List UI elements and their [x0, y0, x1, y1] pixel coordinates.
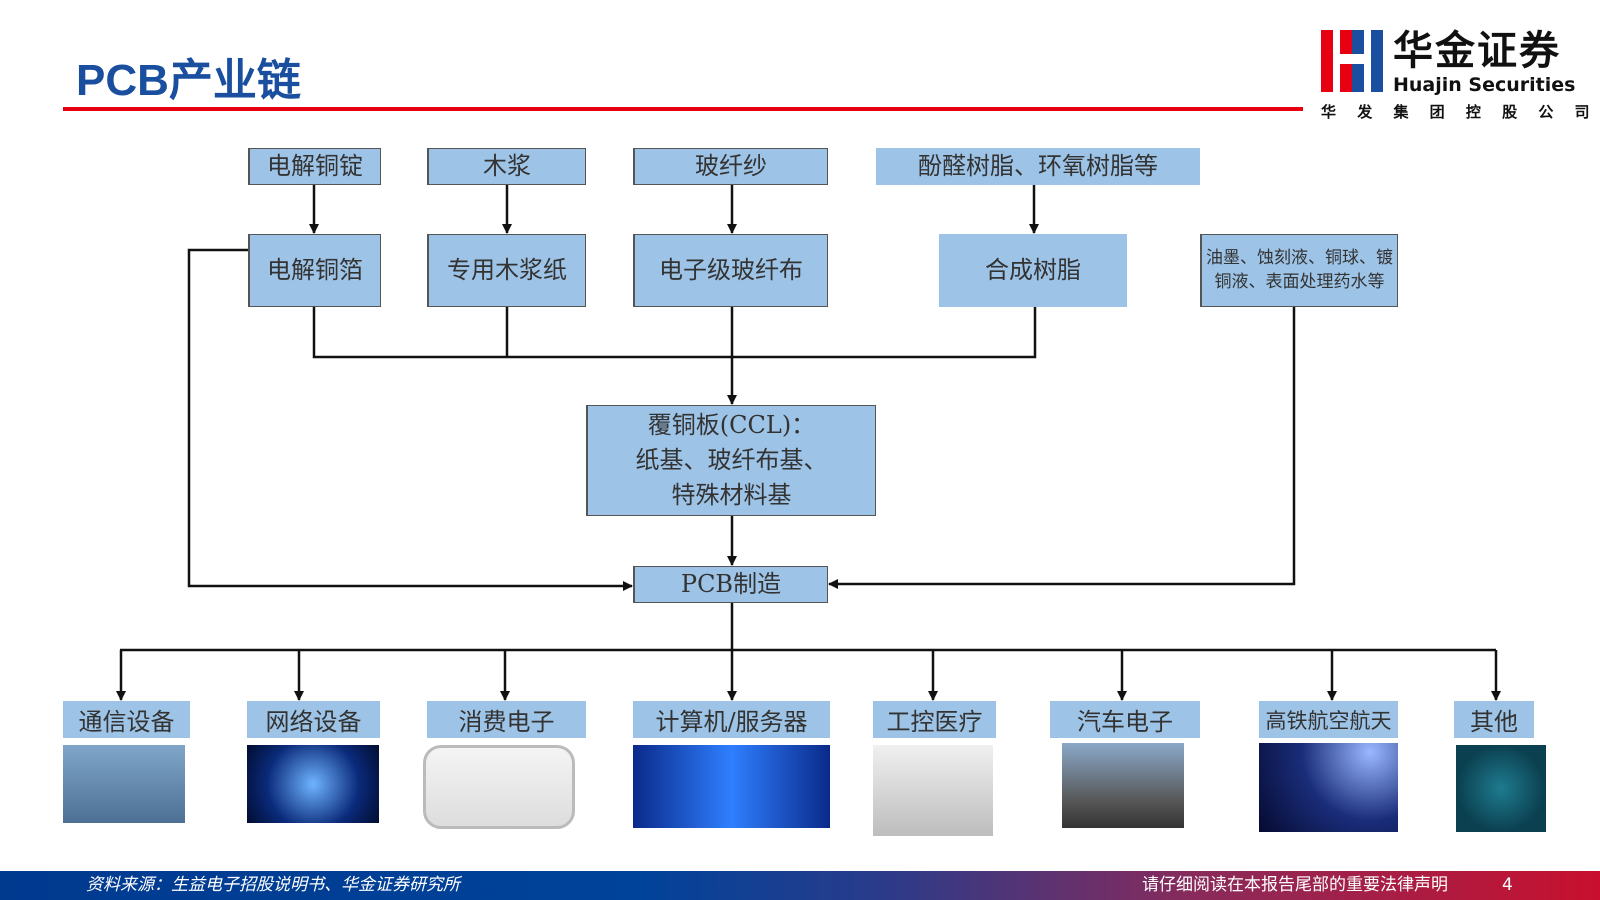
- medical-scanner-image: [873, 745, 993, 836]
- ccl-line3: 特殊材料基: [671, 480, 792, 509]
- pcb-manufacturing: PCB制造: [633, 566, 828, 603]
- earphones-image: [423, 745, 575, 829]
- app-industrial-medical: 工控医疗: [873, 701, 996, 738]
- footer-bar: 资料来源：生益电子招股说明书、华金证券研究所 请仔细阅读在本报告尾部的重要法律声…: [0, 871, 1600, 900]
- telecom-tower-image: [63, 745, 185, 823]
- title-divider: [63, 107, 1303, 111]
- server-room-image: [633, 745, 830, 828]
- synthetic-resin: 合成树脂: [939, 234, 1127, 307]
- app-automotive: 汽车电子: [1050, 701, 1200, 738]
- app-consumer: 消费电子: [427, 701, 586, 738]
- ccl-line2: 纸基、玻纤布基、: [635, 446, 828, 475]
- logo-en: Huajin Securities: [1393, 74, 1576, 96]
- wood-pulp-paper: 专用木浆纸: [427, 234, 586, 307]
- app-telecom: 通信设备: [63, 701, 190, 738]
- logo-cn: 华金证券: [1393, 28, 1561, 74]
- page-title: PCB产业链: [76, 56, 301, 105]
- chemicals: 油墨、蚀刻液、铜球、镀铜液、表面处理药水等: [1200, 234, 1398, 307]
- cars-image: [1062, 743, 1184, 828]
- app-other: 其他: [1454, 701, 1534, 738]
- ccl-line1: 覆铜板(CCL)：: [647, 411, 816, 440]
- glass-fiber-cloth: 电子级玻纤布: [633, 234, 828, 307]
- rocket-satellite-image: [1259, 743, 1398, 832]
- logo-mark-icon: [1321, 30, 1383, 92]
- company-logo: 华金证券 Huajin Securities 华 发 集 团 控 股 公 司: [1321, 30, 1591, 125]
- app-network: 网络设备: [247, 701, 380, 738]
- ccl-box: 覆铜板(CCL)： 纸基、玻纤布基、 特殊材料基: [586, 405, 876, 516]
- app-rail-aerospace: 高铁航空航天: [1259, 701, 1398, 738]
- raw-wood-pulp: 木浆: [427, 148, 586, 185]
- logo-group: 华 发 集 团 控 股 公 司: [1321, 103, 1598, 121]
- chip-image: [1456, 745, 1546, 832]
- app-computer: 计算机/服务器: [633, 701, 830, 738]
- legal-notice: 请仔细阅读在本报告尾部的重要法律声明: [1142, 875, 1448, 895]
- network-device-image: [247, 745, 379, 823]
- source-note: 资料来源：生益电子招股说明书、华金证券研究所: [86, 875, 460, 895]
- raw-resins: 酚醛树脂、环氧树脂等: [876, 148, 1200, 185]
- page-number: 4: [1502, 875, 1513, 895]
- raw-glass-yarn: 玻纤纱: [633, 148, 828, 185]
- copper-foil: 电解铜箔: [248, 234, 381, 307]
- raw-copper-ingot: 电解铜锭: [248, 148, 381, 185]
